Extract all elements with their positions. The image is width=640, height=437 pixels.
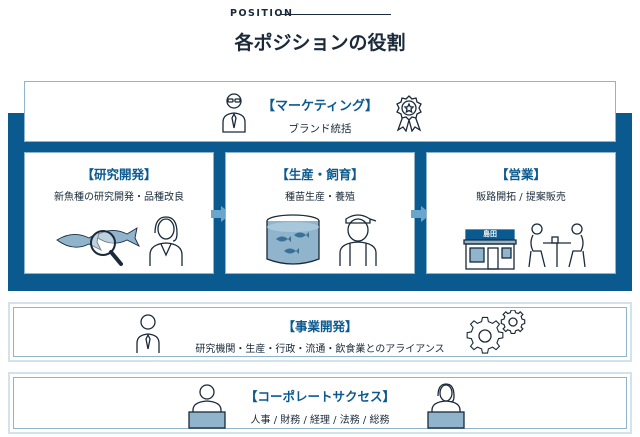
corporate-box: 【コーポレートサクセス】 人事 / 財務 / 経理 / 法務 / 総務: [8, 372, 632, 434]
corporate-label: 【コーポレートサクセス】: [244, 389, 395, 404]
section-header: POSITION: [0, 7, 640, 23]
office-worker-man-icon: [185, 382, 229, 430]
gears-icon: [465, 310, 527, 356]
header-divider: [281, 14, 391, 15]
businessman-icon-2: [135, 312, 161, 354]
business-dev-sub: 研究機関・生産・行政・流通・飲食業とのアライアンス: [195, 344, 445, 355]
production-label: 【生産・飼育】: [276, 167, 364, 182]
marketing-sub: ブランド統括: [288, 123, 352, 135]
business-dev-label: 【事業開発】: [282, 319, 358, 334]
production-box: 【生産・飼育】 種苗生産・養殖: [225, 152, 415, 274]
marketing-box: 【マーケティング】 ブランド統括: [24, 81, 616, 142]
businessman-icon: [221, 90, 247, 134]
sales-sub: 販路開拓 / 提案販売: [476, 192, 566, 203]
business-dev-box: 【事業開発】 研究機関・生産・行政・流通・飲食業とのアライアンス: [8, 302, 632, 362]
award-badge-icon: [394, 94, 424, 132]
research-sub: 新魚種の研究開発・品種改良: [54, 192, 184, 203]
sales-label: 【営業】: [495, 167, 546, 182]
production-sub: 種苗生産・養殖: [285, 192, 355, 203]
corporate-sub: 人事 / 財務 / 経理 / 法務 / 総務: [250, 415, 390, 426]
researcher-woman-icon: [147, 211, 185, 267]
shop-icon: 島田: [462, 228, 518, 270]
sales-box: 【営業】 販路開拓 / 提案販売 島田: [426, 152, 616, 274]
page-title: 各ポジションの役割: [234, 32, 406, 54]
meeting-people-icon: [525, 221, 589, 269]
worker-icon: [336, 207, 380, 267]
research-box: 【研究開発】 新魚種の研究開発・品種改良: [24, 152, 214, 274]
fish-tank-icon: [264, 213, 322, 267]
marketing-label: 【マーケティング】: [262, 99, 378, 114]
section-label: POSITION: [230, 8, 294, 19]
fish-magnifier-icon: [55, 218, 147, 268]
research-label: 【研究開発】: [81, 167, 157, 182]
office-worker-woman-icon: [424, 382, 468, 430]
shop-sign-text: 島田: [483, 230, 497, 238]
